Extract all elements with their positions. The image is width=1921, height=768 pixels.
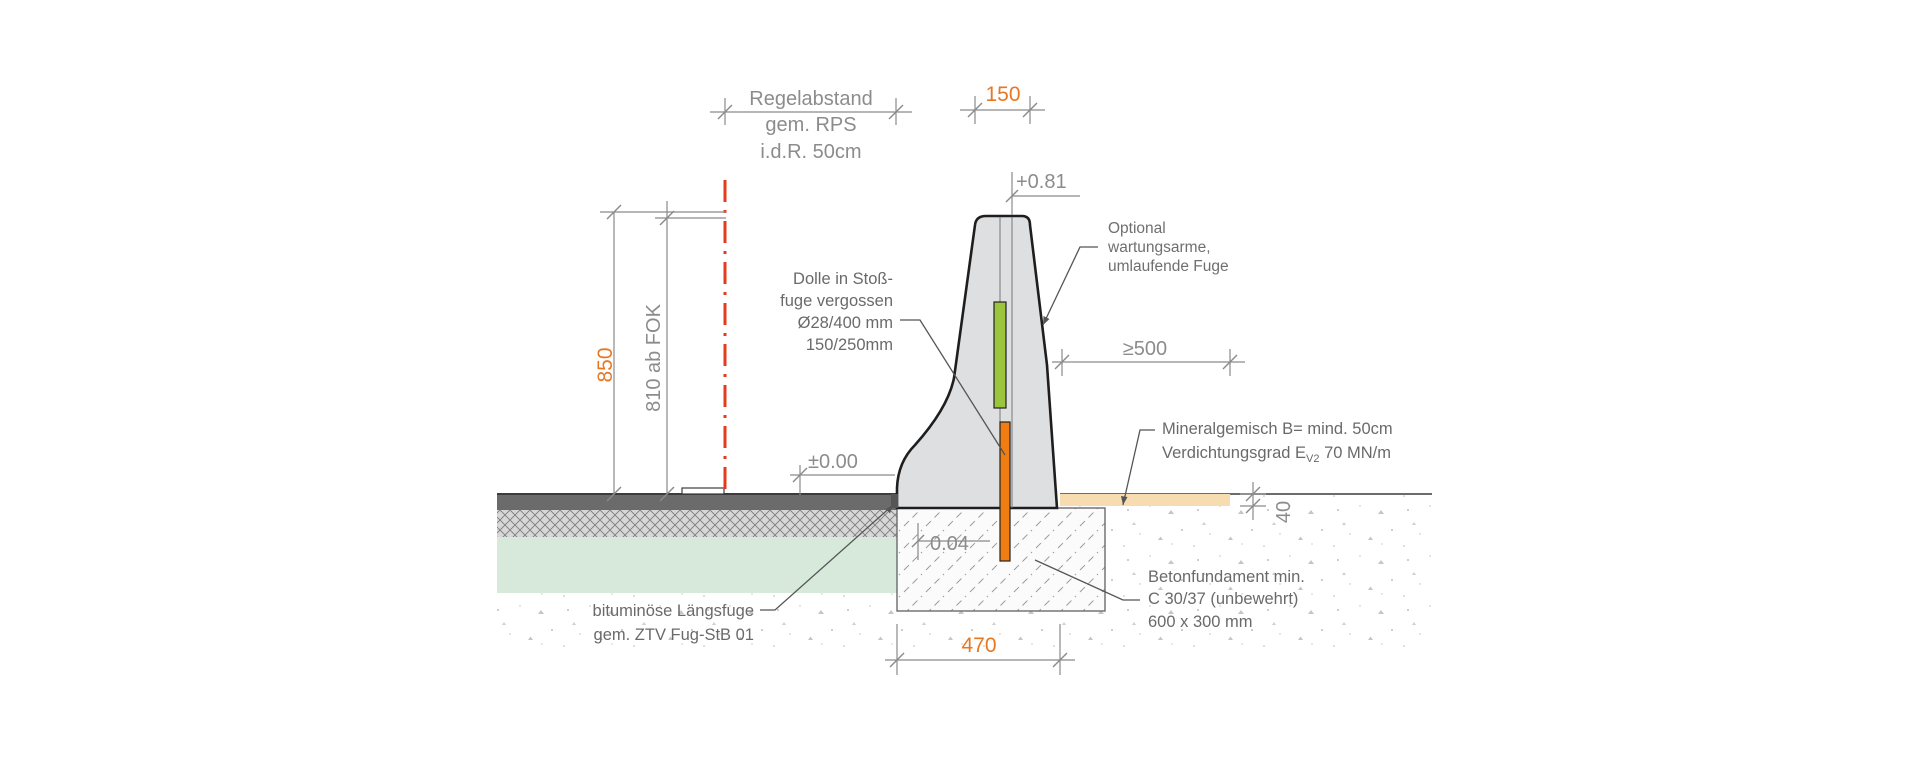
dolle-label-1: Dolle in Stoß- xyxy=(793,270,893,288)
optional-label-3: umlaufende Fuge xyxy=(1108,258,1229,275)
road-marking xyxy=(681,487,725,495)
dimension-foundation-width: 470 xyxy=(885,624,1075,675)
layer-40-value: 40 xyxy=(1273,501,1295,523)
barrier-edge-joint xyxy=(891,494,898,508)
base-course-layer xyxy=(497,510,897,537)
regelabstand-label-3: i.d.R. 50cm xyxy=(760,141,861,163)
dimension-layer-40: 40 xyxy=(1240,482,1295,523)
regelabstand-label-2: gem. RPS xyxy=(765,114,856,136)
annotation-dowel: Dolle in Stoß- fuge vergossen Ø28/400 mm… xyxy=(780,270,1006,456)
edge-offset-value: 0.04 xyxy=(930,533,969,555)
fuge-label-1: bituminöse Längsfuge xyxy=(593,602,754,620)
asphalt-surface-layer xyxy=(497,494,897,510)
dimension-offset-top: +0.81 xyxy=(1005,171,1080,215)
beton-label-3: 600 x 300 mm xyxy=(1148,613,1253,631)
offset-top-value: +0.81 xyxy=(1016,171,1067,193)
dimension-height-850: 850 xyxy=(594,204,726,502)
top-width-value: 150 xyxy=(985,83,1020,106)
dolle-label-2: fuge vergossen xyxy=(780,292,893,310)
zero-level-value: ±0.00 xyxy=(808,451,858,473)
anchor-dowel-lower xyxy=(999,421,1011,562)
foundation-width-value: 470 xyxy=(961,634,996,657)
mineral-label-1: Mineralgemisch B= mind. 50cm xyxy=(1162,420,1393,438)
concrete-barrier xyxy=(895,214,1059,510)
optional-label-2: wartungsarme, xyxy=(1107,239,1211,256)
mineral-label-2-pre: Verdichtungsgrad E xyxy=(1162,444,1306,462)
dimension-regelabstand: Regelabstand gem. RPS i.d.R. 50cm xyxy=(710,88,912,163)
dimension-zero-level: ±0.00 xyxy=(790,451,895,495)
regelabstand-label-1: Regelabstand xyxy=(749,88,872,110)
dolle-label-4: 150/250mm xyxy=(806,336,893,354)
anchor-dowel-upper xyxy=(993,301,1007,409)
mineral-label-2: Verdichtungsgrad EV2 70 MN/m xyxy=(1162,444,1391,465)
mineral-label-2-sub: V2 xyxy=(1306,453,1319,465)
beton-label-2: C 30/37 (unbewehrt) xyxy=(1148,590,1298,608)
dimension-top-width: 150 xyxy=(960,83,1045,124)
dimension-height-fok: 810 ab FOK xyxy=(643,201,726,502)
fuge-label-2: gem. ZTV Fug-StB 01 xyxy=(594,626,754,644)
mineral-label-2-post: 70 MN/m xyxy=(1319,444,1391,462)
subbase-layer xyxy=(497,537,897,593)
height-850-value: 850 xyxy=(594,347,617,382)
beton-label-1: Betonfundament min. xyxy=(1148,568,1305,586)
annotation-joint: bituminöse Längsfuge gem. ZTV Fug-StB 01 xyxy=(593,504,894,644)
min-distance-value: ≥500 xyxy=(1123,338,1167,360)
mineral-mixture-strip xyxy=(1060,494,1230,506)
height-fok-label: 810 ab FOK xyxy=(643,303,665,412)
annotation-mineral-mixture: Mineralgemisch B= mind. 50cm Verdichtung… xyxy=(1121,420,1393,506)
dimension-edge-offset: 0.04 xyxy=(911,523,990,560)
annotation-optional-joint: Optional wartungsarme, umlaufende Fuge xyxy=(1042,220,1229,326)
dimension-min-distance: ≥500 xyxy=(1052,338,1245,376)
annotation-foundation: Betonfundament min. C 30/37 (unbewehrt) … xyxy=(1034,559,1305,631)
optional-label-1: Optional xyxy=(1108,220,1166,237)
dolle-label-3: Ø28/400 mm xyxy=(798,314,893,332)
